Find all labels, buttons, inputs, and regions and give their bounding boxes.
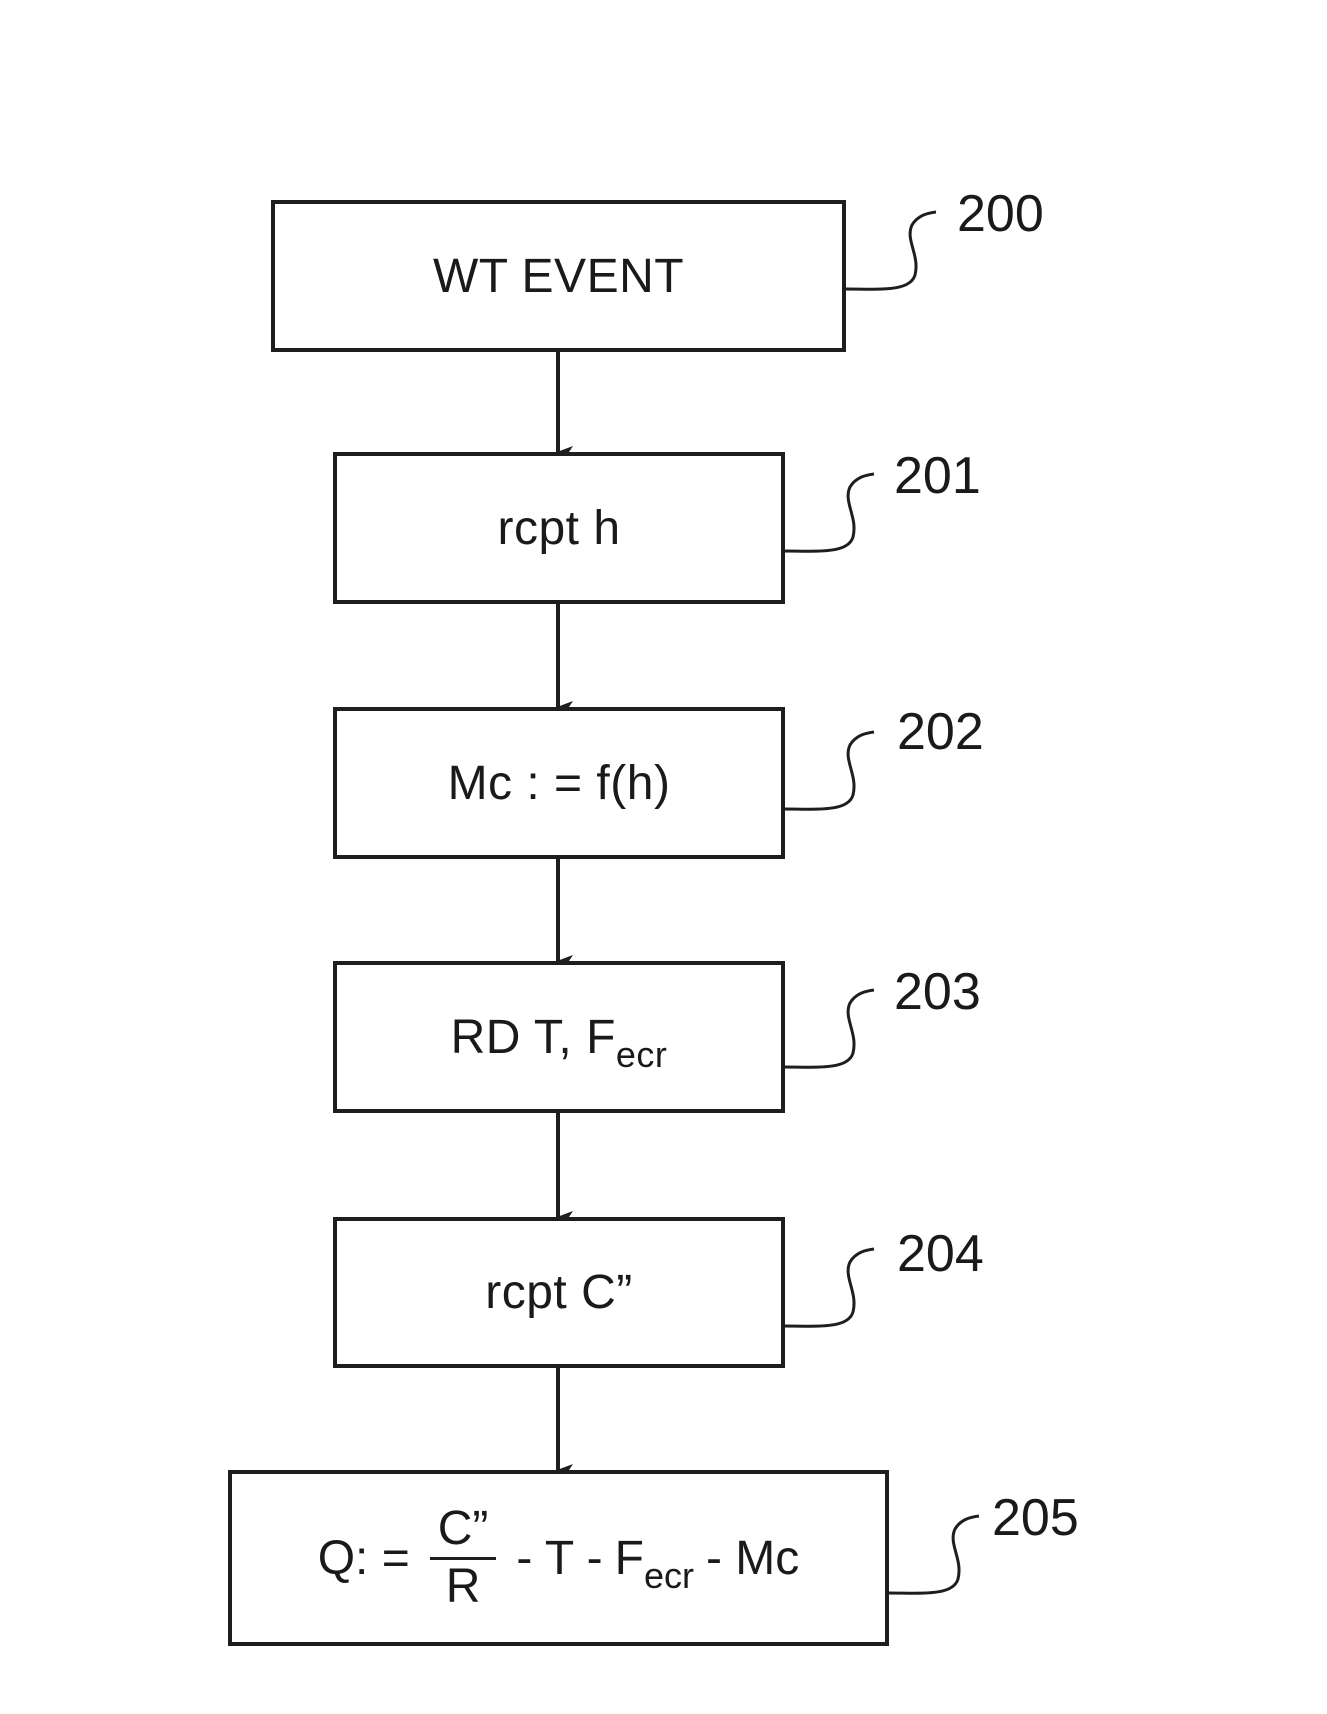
- leader-200: [843, 210, 937, 291]
- ref-number-201: 201: [894, 447, 981, 505]
- formula-numerator: C”: [429, 1503, 497, 1560]
- leader-201: [782, 472, 875, 553]
- step-box-201: rcpt h: [333, 452, 785, 604]
- ref-number-200: 200: [957, 185, 1044, 243]
- step-box-203: RD T, Fecr: [333, 961, 785, 1113]
- formula-f-main: F: [614, 1531, 644, 1585]
- formula-fraction: C” R: [429, 1503, 497, 1613]
- formula-205: Q: = C” R - T - Fecr - Mc: [312, 1503, 806, 1613]
- step-label-201: rcpt h: [497, 501, 621, 555]
- formula-f-ecr: Fecr: [614, 1531, 694, 1596]
- leader-203: [782, 988, 875, 1069]
- step-label-203-main: RD T, F: [450, 1010, 616, 1064]
- formula-minus-mc: - Mc: [705, 1531, 800, 1585]
- ref-number-202: 202: [897, 703, 984, 761]
- formula-denominator: R: [445, 1559, 481, 1613]
- leader-205: [887, 1514, 980, 1595]
- step-label-203: RD T, Fecr: [450, 1010, 668, 1075]
- ref-number-205: 205: [992, 1489, 1079, 1547]
- formula-minus-t: - T -: [516, 1531, 603, 1585]
- leader-204: [782, 1247, 875, 1328]
- step-label-202: Mc : = f(h): [447, 756, 671, 810]
- step-box-204: rcpt C”: [333, 1217, 785, 1368]
- leader-202: [782, 730, 875, 811]
- formula-f-subscript: ecr: [643, 1554, 694, 1596]
- ref-number-203: 203: [894, 963, 981, 1021]
- step-box-202: Mc : = f(h): [333, 707, 785, 859]
- step-box-205: Q: = C” R - T - Fecr - Mc: [228, 1470, 889, 1646]
- step-label-203-subscript: ecr: [615, 1033, 668, 1075]
- step-box-200: WT EVENT: [271, 200, 846, 352]
- ref-number-204: 204: [897, 1225, 984, 1283]
- step-label-200: WT EVENT: [432, 249, 685, 303]
- step-label-204: rcpt C”: [485, 1266, 633, 1319]
- formula-lhs: Q: =: [317, 1531, 410, 1585]
